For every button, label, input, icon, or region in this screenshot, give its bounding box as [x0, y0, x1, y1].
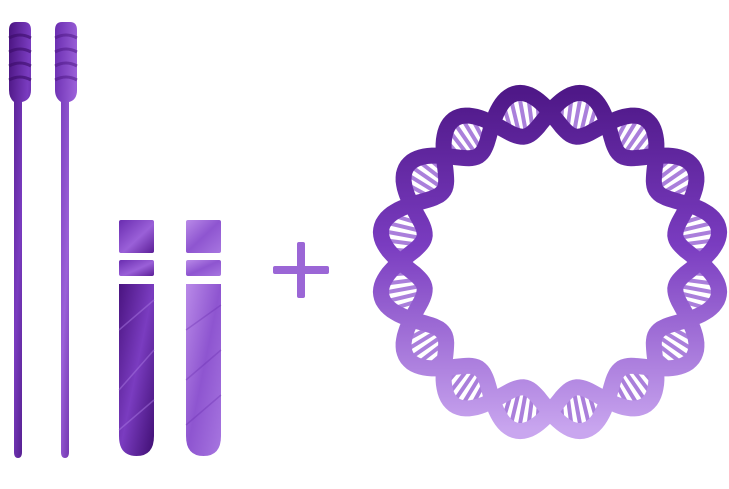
test-tube-icon [118, 220, 155, 456]
swab-icon [8, 22, 32, 458]
test-tube-icon [185, 220, 222, 456]
dna-ring-icon [372, 84, 728, 440]
plus-icon [273, 242, 329, 298]
swab-icon [54, 22, 78, 458]
